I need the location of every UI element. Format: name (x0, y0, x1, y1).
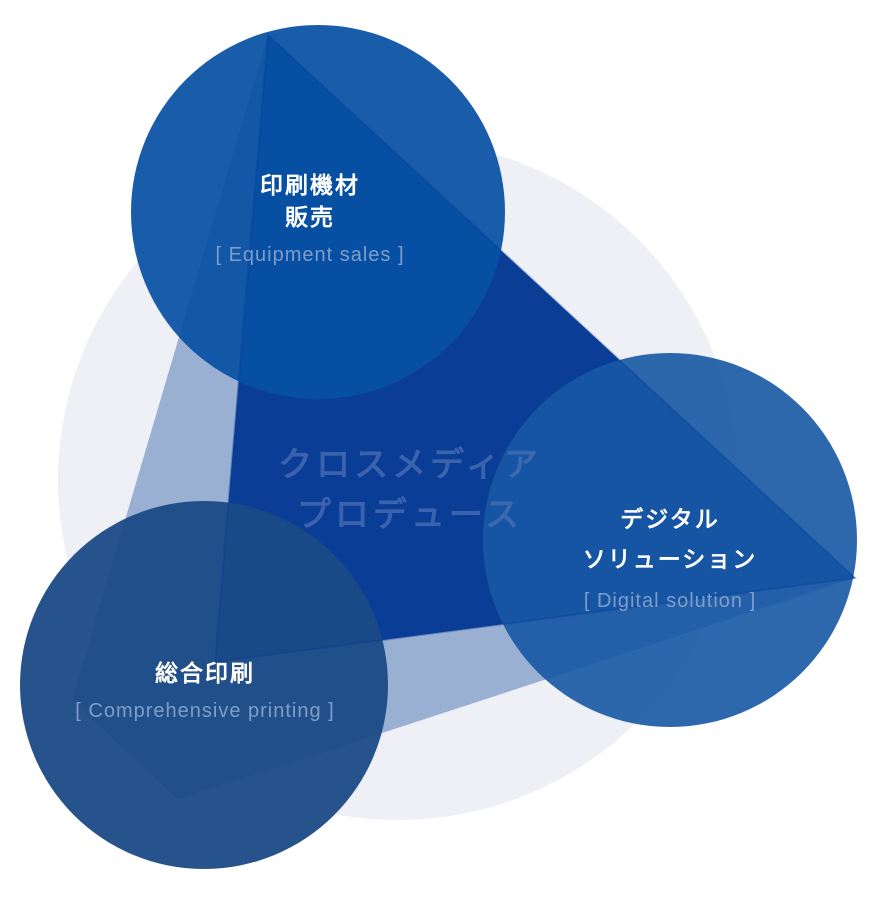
center-label-line1: クロスメディア (278, 445, 542, 485)
node-equipment-title-line1: 印刷機材 (260, 173, 360, 199)
node-digital-title-line1: デジタル (620, 507, 720, 533)
circle-comprehensive-printing (20, 501, 388, 869)
node-equipment-sales: 印刷機材 販売 [ Equipment sales ] (215, 170, 404, 268)
circle-equipment-sales (131, 25, 505, 399)
triangle-edge-overlay (213, 34, 858, 664)
node-printing-title-line1: 総合印刷 (154, 661, 255, 687)
node-equipment-title-line2: 販売 (285, 205, 335, 231)
node-equipment-title: 印刷機材 販売 (215, 170, 404, 234)
node-printing-subtitle: [ Comprehensive printing ] (75, 700, 335, 722)
node-digital-subtitle: [ Digital solution ] (583, 590, 757, 612)
node-comprehensive-printing: 総合印刷 [ Comprehensive printing ] (75, 658, 334, 724)
node-digital-solution: デジタル ソリューション [ Digital solution ] (583, 500, 758, 614)
node-digital-title: デジタル ソリューション (583, 500, 758, 580)
node-equipment-subtitle: [ Equipment sales ] (215, 244, 405, 266)
center-label: クロスメディア プロデュース (278, 440, 542, 540)
node-printing-title: 総合印刷 (75, 658, 334, 690)
circle-digital-solution (483, 353, 857, 727)
node-digital-title-line2: ソリューション (582, 547, 758, 573)
center-label-line2: プロデュース (296, 495, 524, 535)
